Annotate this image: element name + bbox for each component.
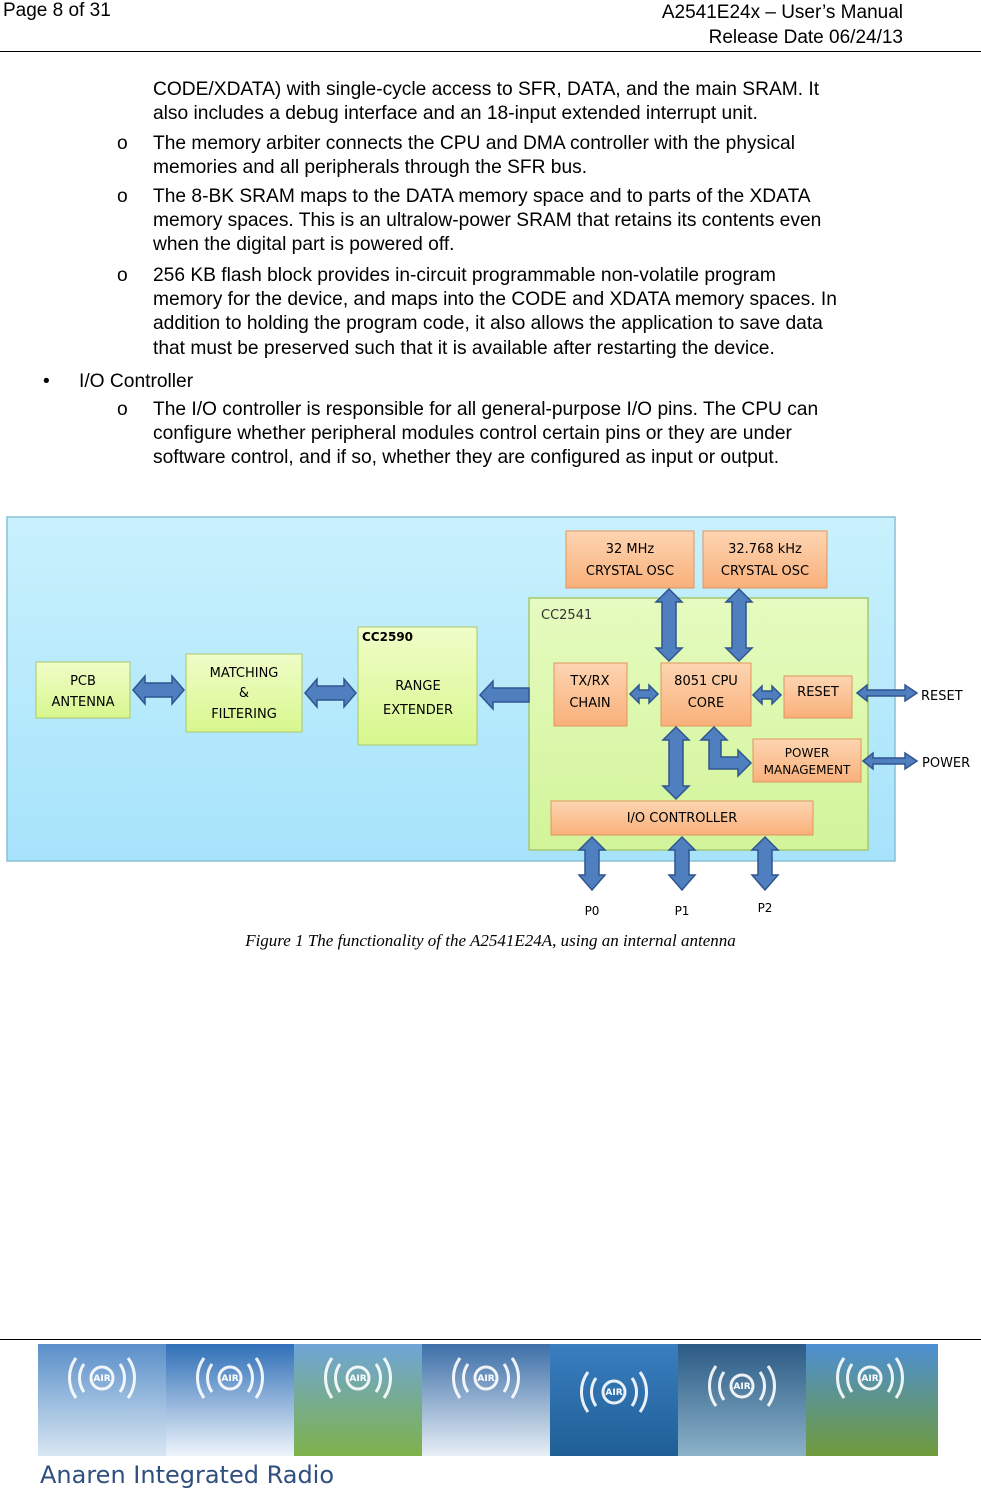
port-p1-label: P1 — [675, 904, 690, 918]
text-line: 256 KB flash block provides in-circuit p… — [153, 265, 776, 286]
sub-bullet-marker: o — [117, 399, 128, 420]
continued-paragraph: CODE/XDATA) with single-cycle access to … — [153, 78, 981, 126]
double-arrow-p1 — [667, 835, 697, 892]
brand-name: Anaren Integrated Radio — [40, 1461, 335, 1489]
text-line: The I/O controller is responsible for al… — [153, 399, 819, 420]
cpu-label-1: 8051 CPU — [674, 674, 738, 689]
air-logo-labels: AIR AIR AIR AIR AIR AIR AIR — [93, 1374, 878, 1398]
page-number: Page 8 of 31 — [3, 0, 111, 21]
osc-32khz-box — [702, 530, 828, 589]
double-arrow-cpu-reset — [751, 684, 783, 706]
air-logo-icon — [68, 1357, 136, 1399]
pcb-antenna-label-2: ANTENNA — [51, 695, 114, 710]
cc2541-label: CC2541 — [541, 608, 592, 623]
air-logo-text: AIR — [477, 1374, 494, 1384]
reset-box — [783, 675, 853, 719]
double-arrow-p2 — [750, 835, 780, 892]
cc2590-label: CC2590 — [362, 630, 413, 644]
arrow-cpu-power-management — [699, 725, 753, 778]
text-line: CODE/XDATA) with single-cycle access to … — [153, 79, 820, 100]
text-line: memories and all peripherals through the… — [153, 157, 588, 179]
port-p2-label: P2 — [758, 901, 773, 915]
cpu-label-2: CORE — [688, 696, 725, 711]
sub-bullet-marker: o — [117, 186, 128, 207]
sub-bullet-marker: o — [117, 265, 128, 286]
pcb-antenna-label-1: PCB — [70, 674, 96, 689]
document-header: A2541E24x – User’s Manual Release Date 0… — [662, 0, 903, 50]
cpu-core-box — [660, 662, 752, 727]
pcb-antenna-box — [35, 661, 131, 719]
text-line: memory spaces. This is an ultralow-power… — [153, 210, 822, 232]
power-management-label-2: MANAGEMENT — [764, 763, 851, 777]
air-logo-icons — [68, 1356, 905, 1414]
arrows — [132, 587, 919, 892]
power-management-label-1: POWER — [785, 746, 829, 760]
footer-banner: AIR AIR AIR AIR AIR AIR AIR — [38, 1344, 938, 1459]
text-line: when the digital part is powered off. — [153, 234, 455, 256]
matching-filtering-box — [185, 653, 303, 733]
bullet-marker: • — [43, 371, 50, 392]
text-line: addition to holding the program code, it… — [153, 313, 823, 335]
text-line: configure whether peripheral modules con… — [153, 423, 792, 445]
arrow-cc2541-cc2590 — [478, 679, 530, 711]
text-line: that must be preserved such that it is a… — [153, 337, 775, 359]
footer-photo-7 — [806, 1344, 938, 1456]
block-diagram: CC2541 32 MHz CRYSTAL OSC 32.768 kHz CRY… — [6, 516, 970, 918]
arrow-ext-power — [861, 751, 919, 771]
osc-32mhz-label-1: 32 MHz — [606, 542, 655, 557]
release-date: Release Date 06/24/13 — [708, 27, 903, 48]
footer-photo-4 — [422, 1344, 550, 1456]
footer-rule — [0, 1339, 981, 1340]
footer-photo-3 — [294, 1344, 422, 1456]
osc-32khz-label-1: 32.768 kHz — [728, 542, 802, 557]
text-line: also includes a debug interface and an 1… — [153, 103, 758, 125]
bullet-label: I/O Controller — [79, 371, 194, 392]
io-controller-box — [550, 800, 814, 836]
header-rule — [0, 51, 981, 52]
air-logo-text: AIR — [733, 1382, 750, 1392]
double-arrow-cpu-io — [661, 725, 691, 801]
double-arrow-p0 — [577, 835, 607, 892]
osc-32mhz-label-2: CRYSTAL OSC — [586, 564, 674, 579]
reset-box-label: RESET — [797, 685, 839, 700]
footer-photo-2 — [166, 1344, 294, 1456]
double-arrow-txrx-cpu — [628, 683, 660, 705]
matching-label-2: & — [239, 686, 249, 701]
sub-bullet-marker: o — [117, 133, 128, 154]
range-extender-label-2: EXTENDER — [383, 703, 453, 718]
text-line: The 8-BK SRAM maps to the DATA memory sp… — [153, 186, 811, 207]
air-logo-text: AIR — [221, 1374, 238, 1384]
external-reset-label: RESET — [921, 689, 963, 704]
io-controller-label: I/O CONTROLLER — [627, 811, 738, 826]
text-line: The memory arbiter connects the CPU and … — [153, 133, 795, 154]
osc-32mhz-box — [565, 530, 695, 589]
footer-photo-1 — [38, 1344, 166, 1456]
double-arrow-antenna-matching — [132, 673, 185, 707]
text-line: software control, and if so, whether the… — [153, 447, 780, 469]
document-title: A2541E24x – User’s Manual — [661, 2, 903, 23]
double-arrow-matching-cc2590 — [304, 676, 357, 710]
txrx-label-2: CHAIN — [569, 696, 610, 711]
text-line: memory for the device, and maps into the… — [153, 289, 837, 311]
range-extender-label-1: RANGE — [395, 679, 440, 694]
air-logo-text: AIR — [349, 1374, 366, 1384]
txrx-chain-box — [553, 662, 628, 727]
footer-photo-6 — [678, 1344, 806, 1456]
matching-label-1: MATCHING — [210, 666, 279, 681]
osc-32khz-label-2: CRYSTAL OSC — [721, 564, 809, 579]
double-arrow-osc32m-cpu — [654, 587, 684, 663]
matching-label-3: FILTERING — [211, 707, 277, 722]
power-management-box — [752, 738, 862, 783]
air-logo-text: AIR — [93, 1374, 110, 1384]
figure-caption: Figure 1 The functionality of the A2541E… — [245, 931, 736, 950]
arrow-ext-reset — [855, 683, 919, 703]
air-logo-text: AIR — [861, 1374, 878, 1384]
port-p0-label: P0 — [585, 904, 600, 918]
air-logo-text: AIR — [605, 1388, 622, 1398]
external-power-label: POWER — [922, 756, 970, 771]
txrx-label-1: TX/RX — [569, 674, 609, 689]
footer-photo-5 — [550, 1344, 678, 1456]
cc2590-box — [357, 626, 478, 746]
double-arrow-osc32k-cpu — [724, 587, 754, 663]
